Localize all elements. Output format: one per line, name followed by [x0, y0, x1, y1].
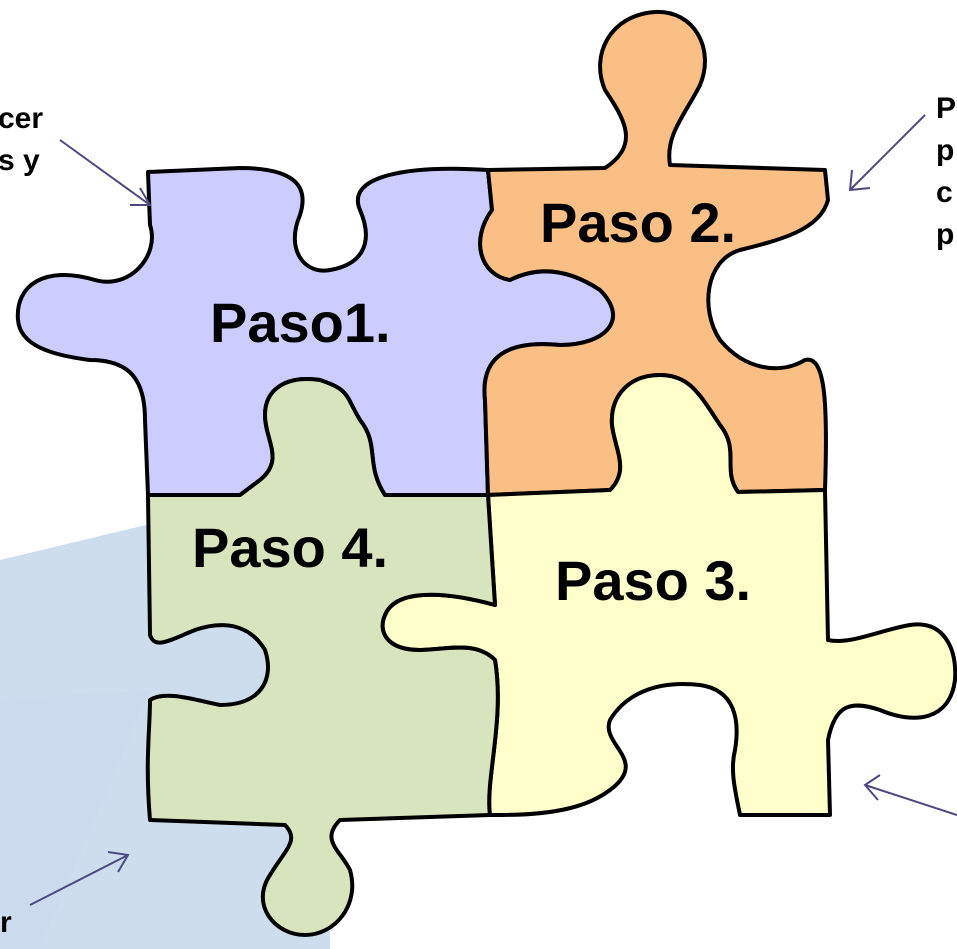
side-text-top-left-line-2: s y [0, 144, 40, 177]
puzzle-piece-2 [478, 9, 830, 497]
side-text-top-right-line-2: p [936, 134, 955, 167]
side-text-bottom-left-line-1: r [0, 906, 12, 939]
side-text-top-right-line-3: c [936, 176, 953, 209]
puzzle-piece-4 [145, 377, 500, 937]
step-label-paso3: Paso 3. [555, 549, 751, 612]
side-text-top-left: cer s y [0, 98, 43, 182]
arrow-bottom-right [863, 774, 957, 816]
side-text-top-right-line-4: p [936, 218, 955, 251]
side-text-bottom-left: r [0, 902, 12, 944]
side-text-top-right: P p c p [936, 88, 956, 256]
side-text-top-left-line-1: cer [0, 102, 44, 135]
step-label-paso1: Paso1. [210, 291, 391, 354]
step-label-paso2: Paso 2. [540, 191, 736, 254]
background-swoosh-tail [0, 690, 150, 949]
side-text-top-right-line-1: P [936, 92, 957, 125]
arrow-top-right [848, 114, 926, 192]
step-label-paso4: Paso 4. [192, 516, 388, 579]
arrow-top-left [59, 139, 152, 206]
arrow-bottom-left [29, 851, 130, 906]
